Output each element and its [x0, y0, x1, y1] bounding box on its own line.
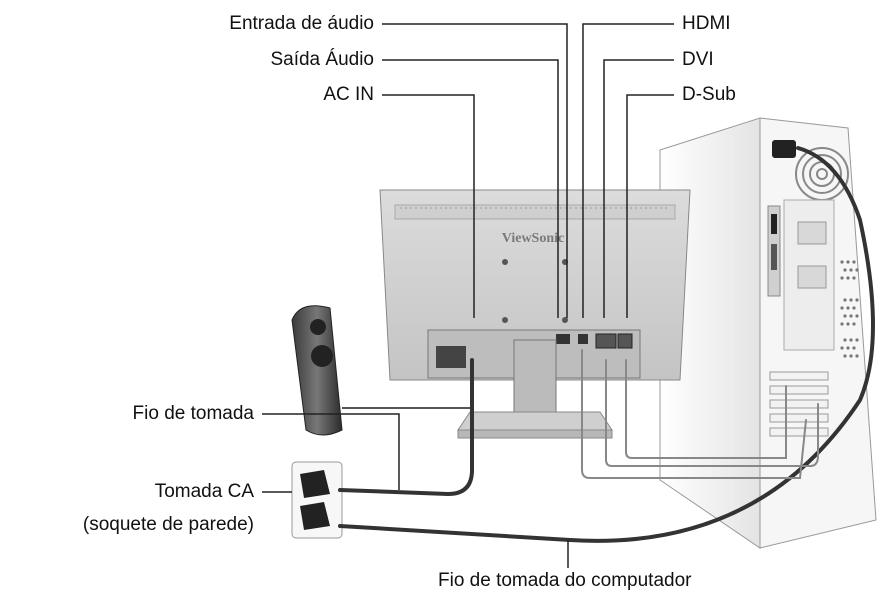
monitor-brand-logo: ViewSonic — [502, 231, 564, 246]
vent-holes — [840, 260, 859, 358]
label-ac-in: AC IN — [323, 84, 374, 105]
speaker — [291, 305, 470, 436]
label-dsub: D-Sub — [682, 84, 736, 105]
label-pc-power-cord: Fio de tomada do computador — [438, 570, 692, 591]
label-audio-in: Entrada de áudio — [229, 13, 374, 34]
wall-outlet — [291, 461, 343, 539]
label-hdmi: HDMI — [682, 13, 731, 34]
cables — [338, 146, 875, 543]
label-audio-out: Saída Áudio — [270, 49, 374, 70]
monitor-back — [379, 189, 691, 439]
leader-lines — [262, 23, 674, 568]
label-ac-outlet: Tomada CA — [154, 481, 254, 502]
label-ac-outlet-sub: (soquete de parede) — [82, 514, 254, 535]
label-power-cord: Fio de tomada — [132, 403, 254, 424]
label-dvi: DVI — [682, 49, 714, 70]
